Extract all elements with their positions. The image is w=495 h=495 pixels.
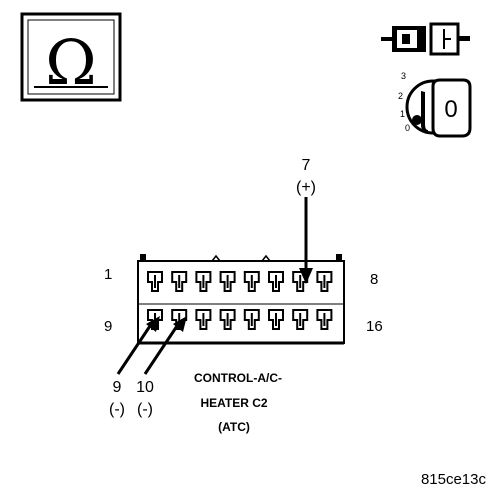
connector-c2 <box>137 254 345 345</box>
cavity-pin-6 <box>268 271 284 292</box>
key-position-2: 2 <box>398 91 403 101</box>
probe-pin-7-polarity: (+) <box>296 179 316 196</box>
key-position-1: 1 <box>400 109 405 119</box>
row-top-last-pin: 8 <box>370 271 378 288</box>
probe-pin-7-number: 7 <box>302 157 311 174</box>
probe-pin-9-number: 9 <box>113 379 122 396</box>
probe-pin-9-polarity: (-) <box>109 401 125 418</box>
cavity-row-top <box>147 271 333 292</box>
ohm-symbol: Ω <box>45 26 96 99</box>
connector-name-line-2: HEATER C2 <box>200 396 267 410</box>
key-position-0: 0 <box>405 123 410 133</box>
probe-pin-10-polarity: (-) <box>137 401 153 418</box>
cavity-pin-1 <box>147 271 163 292</box>
row-bottom-first-pin: 9 <box>104 318 112 335</box>
figure-code: 815ce13c <box>421 471 487 488</box>
cavity-pin-12 <box>219 309 236 330</box>
cavity-pin-3 <box>195 271 212 292</box>
cavity-pin-8 <box>316 271 333 292</box>
key-current-position: 0 <box>444 96 457 123</box>
cavity-pin-2 <box>171 271 188 292</box>
ohmmeter-icon: Ω <box>20 12 122 102</box>
connector-name-line-1: CONTROL-A/C- <box>194 371 282 385</box>
cavity-pin-11 <box>195 309 212 330</box>
row-bottom-last-pin: 16 <box>366 318 383 335</box>
row-top-first-pin: 1 <box>104 266 112 283</box>
key-position-3: 3 <box>401 71 406 81</box>
ignition-key-icon: 0 3 2 1 0 <box>398 71 472 138</box>
cavity-pin-14 <box>268 309 284 330</box>
cavity-pin-15 <box>292 309 309 330</box>
cavity-pin-13 <box>243 309 260 330</box>
connector-name-line-3: (ATC) <box>218 420 250 434</box>
cavity-pin-16 <box>316 309 333 330</box>
probe-pin-10: 10 (-) <box>136 316 187 418</box>
probe-pin-7: 7 (+) <box>296 157 316 284</box>
probe-pin-10-number: 10 <box>136 379 154 396</box>
cavity-pin-5 <box>243 271 260 292</box>
disconnected-connector-icon <box>381 22 470 56</box>
cavity-pin-4 <box>219 271 236 292</box>
probe-pin-9: 9 (-) <box>109 316 160 418</box>
